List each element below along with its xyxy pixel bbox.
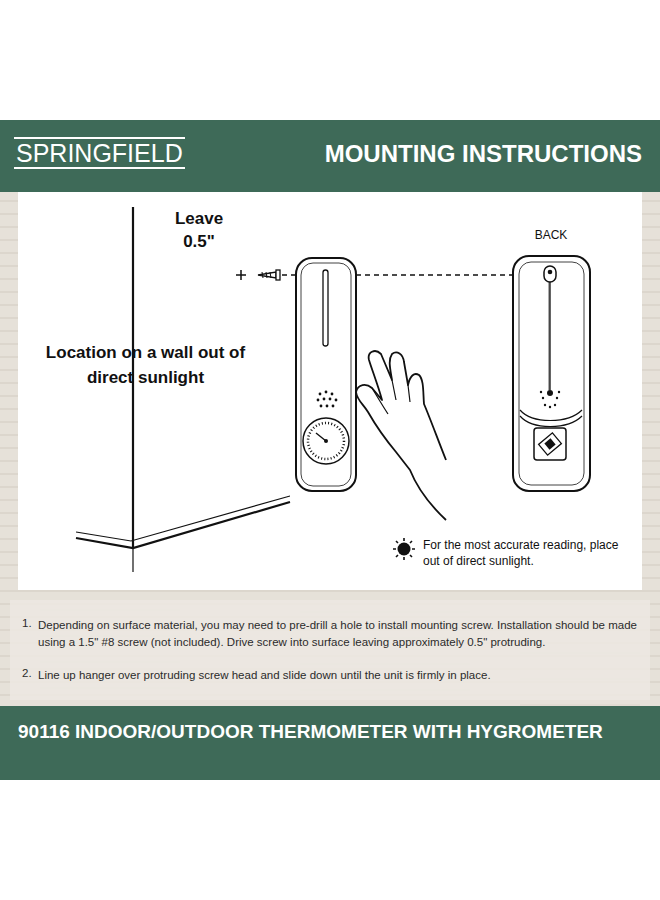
step-number: 1. <box>22 617 32 629</box>
view-label: BACK <box>525 228 577 242</box>
brand-logo: SPRINGFIELD <box>14 137 185 169</box>
step-number: 2. <box>22 667 32 679</box>
hand <box>356 351 446 520</box>
header-band: SPRINGFIELD MOUNTING INSTRUCTIONS <box>0 120 660 192</box>
page-heading: MOUNTING INSTRUCTIONS <box>325 140 642 168</box>
wood-ground <box>0 190 660 708</box>
step-text: Depending on surface material, you may n… <box>38 617 642 652</box>
location-note: Location on a wall out of direct sunligh… <box>38 341 253 390</box>
thermometer-back <box>513 256 590 491</box>
sun-icon <box>393 538 415 560</box>
screw <box>236 270 280 280</box>
wall-corner <box>76 207 290 572</box>
instruction-panel <box>10 600 650 700</box>
gap-dimension: Leave 0.5" <box>168 208 230 254</box>
product-band: 90116 INDOOR/OUTDOOR THERMOMETER WITH HY… <box>0 706 660 780</box>
thermometer-front <box>296 258 356 491</box>
accuracy-note: For the most accurate reading, place out… <box>423 538 638 569</box>
step-text: Line up hanger over protruding screw hea… <box>38 667 642 684</box>
product-name: 90116 INDOOR/OUTDOOR THERMOMETER WITH HY… <box>18 721 603 743</box>
diagram-card <box>18 192 642 590</box>
